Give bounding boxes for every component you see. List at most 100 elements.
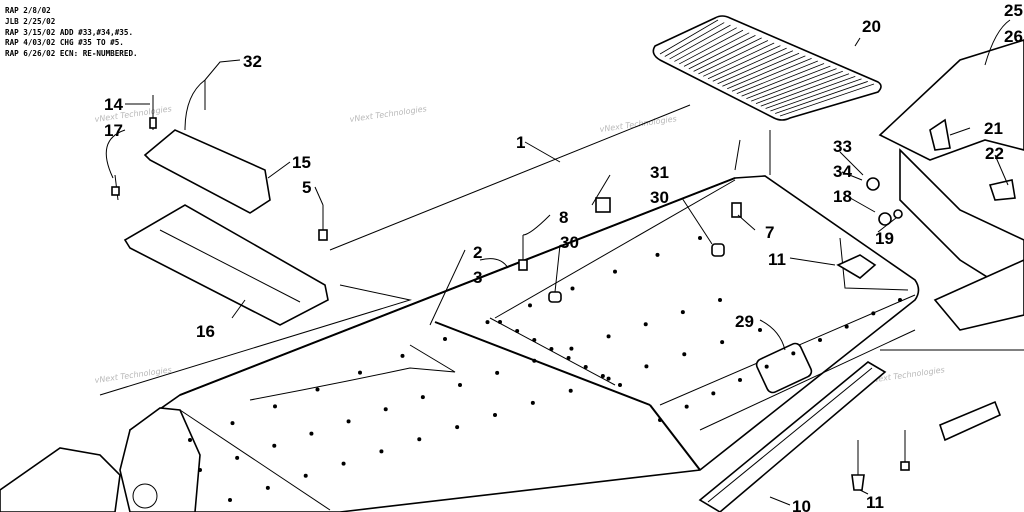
rivet-hole bbox=[493, 413, 497, 417]
rivet-hole bbox=[549, 347, 554, 351]
tunnel-body bbox=[128, 175, 920, 512]
revision-line: RAP 2/8/02 bbox=[5, 6, 51, 15]
pad-rib bbox=[775, 81, 868, 114]
rivet-hole bbox=[273, 404, 277, 409]
callout-2: 2 bbox=[473, 243, 482, 262]
callout-17: 17 bbox=[104, 121, 123, 140]
rivet-hole bbox=[680, 310, 685, 315]
pad-rib bbox=[770, 78, 862, 112]
decal bbox=[755, 342, 813, 394]
rivet-hole bbox=[758, 328, 762, 332]
revision-notes: RAP 2/8/02 JLB 2/25/02 RAP 3/15/02 ADD #… bbox=[5, 6, 138, 60]
pad-rib bbox=[746, 65, 831, 100]
rivet-hole bbox=[230, 421, 235, 426]
rivet-hole bbox=[532, 358, 537, 363]
watermark: vNext Technologies bbox=[599, 114, 677, 134]
callout-16: 16 bbox=[196, 322, 215, 341]
rivet-hole bbox=[644, 364, 649, 369]
rear-rail bbox=[698, 361, 887, 512]
pad-rib bbox=[717, 50, 794, 85]
pad-rib bbox=[707, 45, 781, 80]
callout-15: 15 bbox=[292, 153, 311, 172]
rivet-hole bbox=[698, 236, 702, 240]
callout-10: 10 bbox=[792, 497, 811, 512]
rivet-hole bbox=[515, 329, 520, 333]
hardware bbox=[111, 79, 910, 491]
rivet-hole bbox=[272, 443, 277, 448]
callout-19: 19 bbox=[875, 229, 894, 248]
rivet-hole bbox=[235, 455, 240, 460]
callout-33: 33 bbox=[833, 137, 852, 156]
leader-lines bbox=[99, 19, 1024, 506]
rivet-hole bbox=[346, 419, 351, 424]
pad-rib bbox=[779, 83, 875, 117]
rivet-hole bbox=[417, 437, 422, 442]
rivet-hole bbox=[303, 473, 308, 478]
pad-rib bbox=[755, 70, 843, 104]
callout-1: 1 bbox=[516, 133, 525, 152]
pad-rib bbox=[679, 29, 744, 65]
callout-34: 34 bbox=[833, 162, 852, 181]
callout-8: 8 bbox=[559, 208, 568, 227]
rivet-hole bbox=[618, 383, 622, 387]
rivet-hole bbox=[570, 286, 575, 291]
pad-rib bbox=[703, 42, 775, 77]
callout-14: 14 bbox=[104, 95, 123, 114]
callout-26: 26 bbox=[1004, 27, 1023, 46]
rivet-hole bbox=[400, 353, 405, 358]
rivet-hole bbox=[265, 485, 270, 490]
rivet-hole bbox=[791, 351, 796, 356]
rivet-hole bbox=[844, 324, 849, 329]
pad-rib bbox=[669, 24, 731, 60]
rivet-hole bbox=[228, 498, 232, 502]
watermark: vNext Technologies bbox=[94, 365, 172, 385]
rivet-hole bbox=[720, 340, 725, 345]
rivet-hole bbox=[455, 425, 460, 430]
rivet-hole bbox=[379, 449, 384, 454]
rivet-hole bbox=[420, 395, 425, 400]
pad-rib bbox=[664, 22, 725, 57]
seat-pad bbox=[652, 15, 882, 121]
rivet-hole bbox=[568, 388, 573, 393]
rivet-hole bbox=[383, 407, 388, 412]
callout-22: 22 bbox=[985, 144, 1004, 163]
callout-32: 32 bbox=[243, 52, 262, 71]
rivet-hole bbox=[498, 320, 502, 324]
callout-31: 31 bbox=[650, 163, 669, 182]
callout-7: 7 bbox=[765, 223, 774, 242]
callouts: 1 2 3 5 7 8 10 11 11 14 15 16 17 18 19 2… bbox=[104, 1, 1023, 512]
rivet-hole bbox=[658, 418, 662, 422]
watermark: vNext Technologies bbox=[349, 104, 427, 124]
rivet-hole bbox=[655, 252, 660, 257]
revision-line: RAP 6/26/02 ECN: RE-NUMBERED. bbox=[5, 49, 138, 59]
pad-rib bbox=[712, 47, 787, 82]
callout-25: 25 bbox=[1004, 1, 1023, 20]
rivet-hole bbox=[309, 431, 314, 436]
rivet-hole bbox=[458, 383, 462, 387]
rivet-hole bbox=[485, 320, 490, 325]
rivet-hole bbox=[871, 311, 876, 316]
side-panel bbox=[0, 407, 201, 512]
pad-rib bbox=[683, 32, 750, 67]
rivet-hole bbox=[764, 364, 769, 369]
rivet-hole bbox=[530, 400, 535, 405]
rivet-hole bbox=[606, 334, 611, 339]
pad-rib bbox=[693, 37, 762, 72]
rivet-hole bbox=[818, 338, 822, 342]
rivet-hole bbox=[684, 404, 689, 409]
rivet-hole bbox=[569, 346, 574, 351]
pad-rib bbox=[688, 35, 756, 70]
rivet-hole bbox=[898, 298, 902, 302]
callout-5: 5 bbox=[302, 178, 311, 197]
callout-3: 3 bbox=[473, 268, 482, 287]
pad-rib bbox=[736, 60, 818, 95]
pad-rib bbox=[765, 75, 856, 109]
rivet-hole bbox=[583, 365, 588, 369]
pad-rib bbox=[751, 68, 837, 102]
rivet-hole bbox=[566, 356, 571, 360]
revision-line: JLB 2/25/02 bbox=[5, 16, 56, 26]
pad-rib bbox=[722, 52, 800, 87]
rivet-hole bbox=[711, 391, 716, 396]
rivet-hole bbox=[341, 461, 346, 466]
